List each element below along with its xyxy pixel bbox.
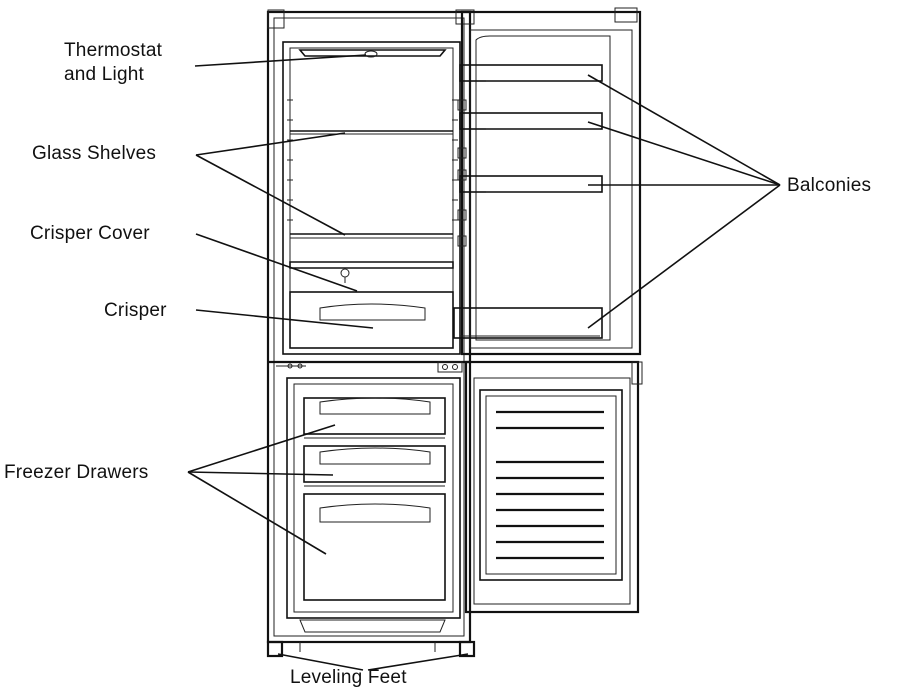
leader-glass-shelf-2 [195,154,346,236]
leader-thermostat [194,54,367,67]
label-balconies: Balconies [787,175,872,196]
leader-crisper [195,309,374,329]
label-leveling-feet: Leveling Feet [290,667,407,688]
leader-freezer-drawer-1 [187,424,336,473]
label-glass-shelves: Glass Shelves [32,143,157,164]
leader-balcony-1 [587,74,781,186]
label-crisper: Crisper [104,300,167,321]
door-balconies [453,64,603,339]
label-thermostat-line2: and Light [64,64,144,85]
leader-balcony-4 [587,184,781,329]
cabinet-body [266,9,475,644]
leader-freezer-drawer-3 [187,471,327,555]
label-thermostat-line1: Thermostat [64,40,163,61]
leader-crisper-cover [195,233,358,292]
crisper-cover-shape [289,261,454,283]
leader-freezer-drawer-2 [187,471,334,476]
glass-shelves [290,130,453,239]
leader-foot-left [277,653,364,671]
fridge-door [457,7,642,356]
leader-foot-right [367,653,469,671]
divider-and-controls [268,360,470,373]
thermostat-and-light-unit [298,49,447,58]
label-freezer-drawers: Freezer Drawers [4,462,149,483]
crisper-drawer-shape [289,291,454,349]
leader-lines [187,54,781,671]
freezer-compartment [286,377,461,633]
leader-glass-shelf-1 [195,132,346,156]
freezer-door [464,360,643,614]
leveling-feet-shapes [266,640,476,658]
leader-balcony-2 [587,121,781,186]
label-crisper-cover: Crisper Cover [30,223,150,244]
